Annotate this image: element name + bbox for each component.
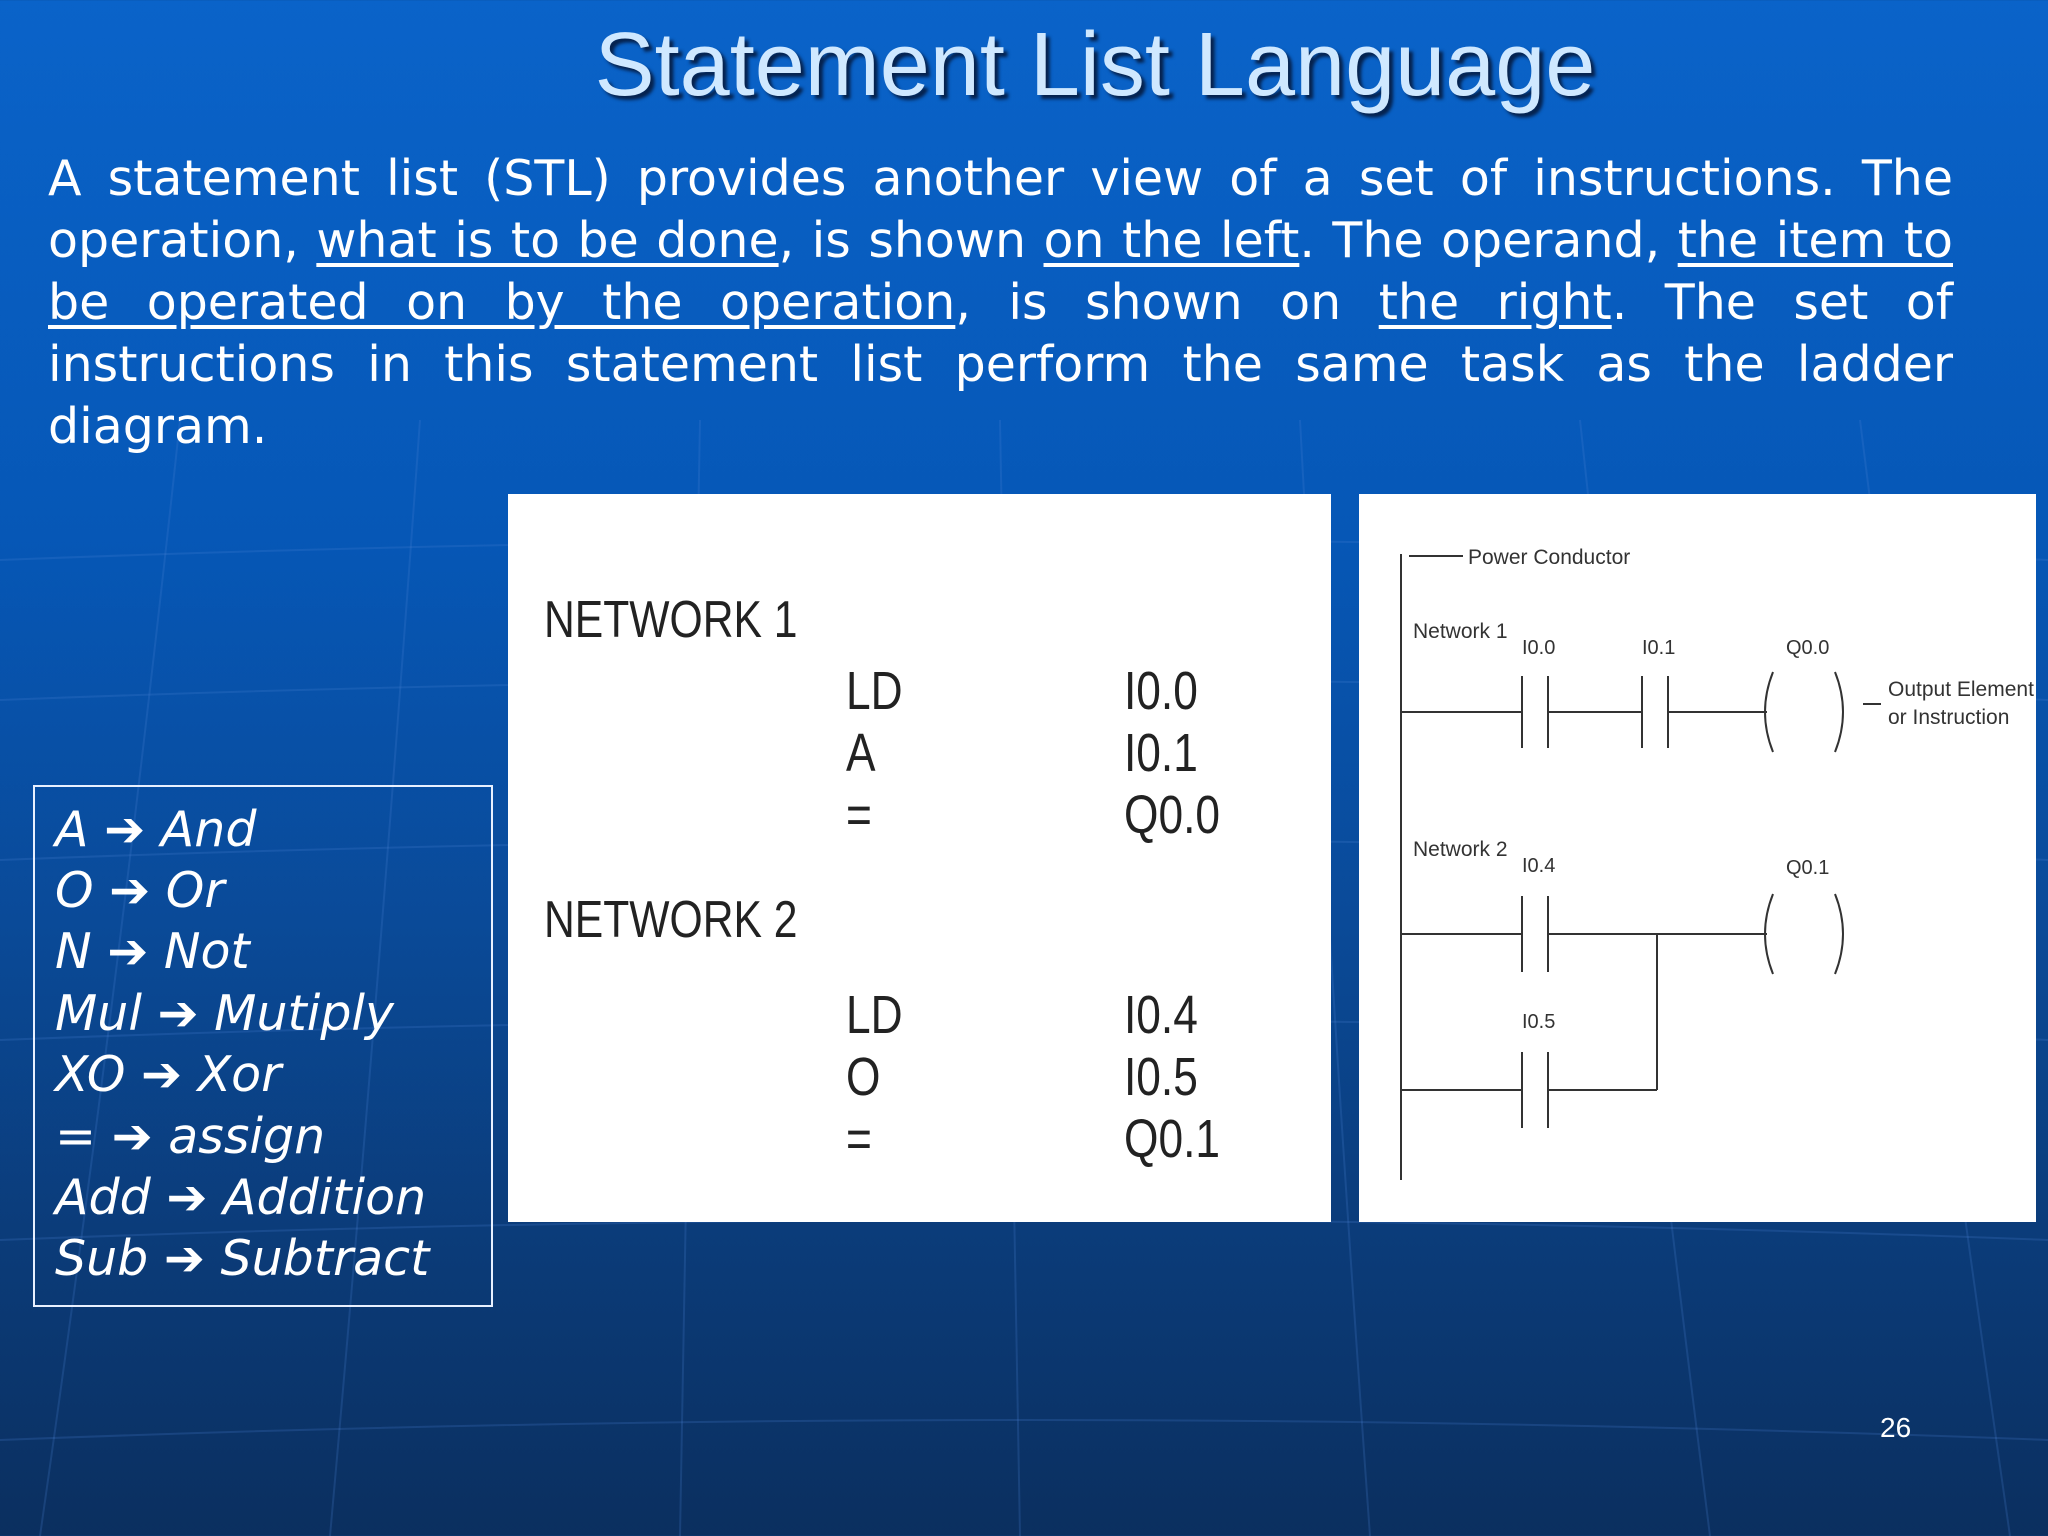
network-1-label: NETWORK 1 bbox=[544, 591, 798, 649]
paragraph-text-3: . The operand, bbox=[1299, 212, 1678, 269]
legend-item: = ➔ assign bbox=[55, 1108, 325, 1165]
contact-i05-label: I0.5 bbox=[1522, 1011, 1555, 1033]
stl-operand: Q0.0 bbox=[1124, 785, 1221, 845]
contact-i04-label: I0.4 bbox=[1522, 855, 1555, 877]
arrow-icon: ➔ bbox=[163, 1230, 221, 1287]
stl-op: O bbox=[846, 1047, 881, 1107]
legend-meaning: Not bbox=[163, 923, 250, 980]
arrow-icon: ➔ bbox=[109, 862, 166, 919]
legend-abbr: Sub bbox=[55, 1230, 164, 1287]
paragraph-text-1: A statement list (STL) provides another … bbox=[48, 150, 1953, 269]
network-2-ladder-label: Network 2 bbox=[1413, 838, 1508, 861]
slide-title: Statement List Language bbox=[594, 15, 1596, 115]
legend-meaning: assign bbox=[168, 1108, 326, 1165]
stl-operand: I0.4 bbox=[1124, 985, 1198, 1045]
legend-abbr: = bbox=[55, 1108, 112, 1165]
arrow-icon: ➔ bbox=[140, 1046, 198, 1103]
contact-i00-label: I0.0 bbox=[1522, 637, 1555, 659]
coil-q01-left bbox=[1764, 893, 1774, 975]
legend-abbr: A bbox=[55, 801, 89, 858]
legend-item: A ➔ And bbox=[55, 801, 256, 858]
legend-item: Add ➔ Addition bbox=[55, 1169, 426, 1226]
output-element-label: Output Element bbox=[1888, 678, 2034, 701]
stl-op: LD bbox=[846, 661, 903, 721]
coil-q00-right bbox=[1834, 671, 1844, 753]
coil-q00-left bbox=[1764, 671, 1774, 753]
legend-item: XO ➔ Xor bbox=[55, 1046, 281, 1103]
stl-operand: I0.5 bbox=[1124, 1047, 1198, 1107]
legend-item: O ➔ Or bbox=[55, 862, 225, 919]
stl-op: LD bbox=[846, 985, 903, 1045]
coil-q00-label: Q0.0 bbox=[1786, 637, 1829, 659]
output-instruction-label: or Instruction bbox=[1888, 706, 2009, 729]
legend-meaning: Xor bbox=[197, 1046, 282, 1103]
legend-abbr: XO bbox=[55, 1046, 141, 1103]
underlined-item-operated: the item to be operated on by the operat… bbox=[48, 212, 1953, 331]
arrow-icon: ➔ bbox=[157, 985, 215, 1042]
paragraph-text-2: , is shown bbox=[778, 212, 1044, 269]
legend-abbr: Add bbox=[55, 1169, 167, 1226]
legend-meaning: Or bbox=[165, 862, 225, 919]
arrow-icon: ➔ bbox=[107, 923, 164, 980]
stl-operand: I0.0 bbox=[1124, 661, 1198, 721]
legend-meaning: Mutiply bbox=[214, 985, 395, 1042]
legend-meaning: And bbox=[160, 801, 257, 858]
legend-abbr: Mul bbox=[55, 985, 158, 1042]
stl-operand: I0.1 bbox=[1124, 723, 1198, 783]
legend-item: N ➔ Not bbox=[55, 923, 250, 980]
legend-abbr: N bbox=[55, 923, 108, 980]
underlined-on-the-left: on the left bbox=[1043, 212, 1300, 269]
network-2-label: NETWORK 2 bbox=[544, 891, 798, 949]
contact-i01-label: I0.1 bbox=[1642, 637, 1675, 659]
power-conductor-label: Power Conductor bbox=[1468, 546, 1630, 569]
ladder-diagram: Power Conductor Network 1 I0.0 I0.1 Q0.0… bbox=[1400, 546, 2034, 1180]
paragraph-text-5: . The set of instructions in this statem… bbox=[48, 274, 1953, 455]
network-1-ladder-label: Network 1 bbox=[1413, 620, 1508, 643]
coil-q01-right bbox=[1834, 893, 1844, 975]
stl-op: = bbox=[846, 1109, 872, 1169]
arrow-icon: ➔ bbox=[88, 801, 161, 858]
stl-op: A bbox=[846, 723, 876, 783]
underlined-the-right: the right bbox=[1378, 274, 1612, 331]
legend-item: Sub ➔ Subtract bbox=[55, 1230, 429, 1287]
arrow-icon: ➔ bbox=[166, 1169, 223, 1226]
paragraph-text-4: , is shown on bbox=[955, 274, 1379, 331]
legend-meaning: Addition bbox=[222, 1169, 427, 1226]
stl-op: = bbox=[846, 785, 872, 845]
legend-item: Mul ➔ Mutiply bbox=[55, 985, 394, 1042]
stl-operand: Q0.1 bbox=[1124, 1109, 1221, 1169]
operation-legend: A ➔ And O ➔ Or N ➔ Not Mul ➔ Mutiply XO … bbox=[33, 785, 493, 1307]
arrow-icon: ➔ bbox=[111, 1108, 169, 1165]
page-number: 26 bbox=[1880, 1412, 1912, 1443]
legend-abbr: O bbox=[55, 862, 110, 919]
underlined-what-is-done: what is to be done bbox=[316, 212, 779, 269]
description-paragraph: A statement list (STL) provides another … bbox=[48, 148, 1953, 458]
ladder-diagram-panel: Power Conductor Network 1 I0.0 I0.1 Q0.0… bbox=[1359, 494, 2036, 1222]
coil-q01-label: Q0.1 bbox=[1786, 857, 1829, 879]
legend-meaning: Subtract bbox=[220, 1230, 430, 1287]
statement-list-panel: NETWORK 1 LD I0.0 A I0.1 = Q0.0 NETWORK … bbox=[508, 494, 1331, 1222]
